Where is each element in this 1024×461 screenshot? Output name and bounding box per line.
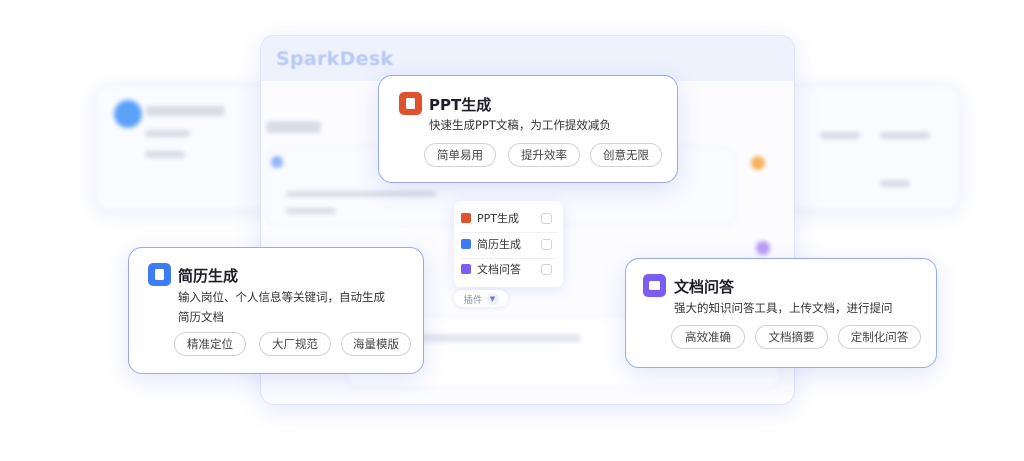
checkbox[interactable] bbox=[541, 238, 552, 250]
checkbox[interactable] bbox=[541, 263, 552, 275]
card-title: 简历生成 bbox=[178, 267, 239, 285]
plugin-option-docqa[interactable]: 文档问答 bbox=[461, 257, 557, 281]
resume-feature-card: 简历生成 输入岗位、个人信息等关键词，自动生成 简历文档 精准定位 大厂规范 海… bbox=[128, 247, 424, 374]
tag: 海量模版 bbox=[341, 332, 411, 356]
window-header: SparkDesk bbox=[261, 36, 794, 81]
ppt-icon bbox=[461, 213, 471, 223]
docqa-feature-card: 文档问答 强大的知识问答工具，上传文档，进行提问 高效准确 文档摘要 定制化问答 bbox=[625, 258, 937, 368]
plugin-toggle-button[interactable]: 插件▼ bbox=[454, 290, 508, 307]
card-description: 强大的知识问答工具，上传文档，进行提问 bbox=[674, 301, 893, 315]
tag: 文档摘要 bbox=[755, 325, 828, 349]
tag: 精准定位 bbox=[174, 332, 246, 356]
plugin-option-resume[interactable]: 简历生成 bbox=[461, 232, 557, 256]
card-description: 简历文档 bbox=[178, 310, 224, 324]
tag: 简单易用 bbox=[424, 143, 496, 167]
background-card-right bbox=[785, 85, 960, 210]
plugin-option-ppt[interactable]: PPT生成 bbox=[461, 206, 557, 230]
tag: 提升效率 bbox=[508, 143, 580, 167]
blurred-avatar-icon bbox=[114, 100, 142, 128]
card-description: 快速生成PPT文稿，为工作提效减负 bbox=[429, 118, 611, 132]
background-card-left bbox=[95, 85, 275, 210]
card-title: PPT生成 bbox=[429, 96, 492, 114]
checkbox[interactable] bbox=[541, 212, 552, 224]
ppt-file-icon bbox=[399, 92, 422, 115]
sparkdesk-logo: SparkDesk bbox=[276, 48, 394, 70]
ppt-feature-card: PPT生成 快速生成PPT文稿，为工作提效减负 简单易用 提升效率 创意无限 bbox=[378, 75, 678, 183]
chevron-down-icon: ▼ bbox=[486, 292, 499, 305]
tag: 大厂规范 bbox=[259, 332, 331, 356]
tag: 创意无限 bbox=[590, 143, 662, 167]
doc-chat-icon bbox=[643, 274, 666, 297]
doc-chat-icon bbox=[461, 264, 471, 274]
tag: 高效准确 bbox=[671, 325, 745, 349]
card-description: 输入岗位、个人信息等关键词，自动生成 bbox=[178, 290, 385, 304]
tag: 定制化问答 bbox=[838, 325, 921, 349]
resume-icon bbox=[461, 239, 471, 249]
resume-doc-icon bbox=[148, 263, 171, 286]
plugin-menu: PPT生成 简历生成 文档问答 bbox=[454, 201, 563, 287]
card-title: 文档问答 bbox=[674, 278, 735, 296]
